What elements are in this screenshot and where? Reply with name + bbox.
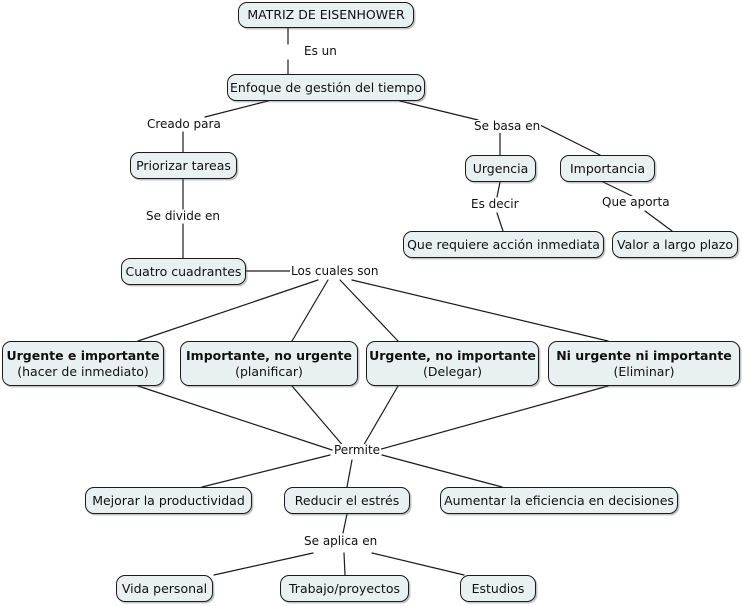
node-label: Reducir el estrés [294,492,400,508]
edge-loscualesson-q3 [339,279,399,342]
node-matriz-de-eisenhower[interactable]: MATRIZ DE EISENHOWER [238,2,414,28]
node-label: Importancia [569,160,646,176]
node-estudios[interactable]: Estudios [460,575,536,602]
edge-loscualesson-q2 [291,279,329,342]
edge-urgencia-esdecir [496,181,501,198]
edge-q2-permite [291,385,346,449]
node-enfoque-de-gestion-del-tiempo[interactable]: Enfoque de gestión del tiempo [227,74,425,101]
node-priorizar-tareas[interactable]: Priorizar tareas [130,152,237,179]
edge-loscualesson-q4 [351,279,609,342]
node-sublabel: (planificar) [235,363,303,379]
edge-q1-permite [137,385,333,451]
node-que-requiere-accion-inmediata[interactable]: Que requiere acción inmediata [403,231,604,258]
link-label-es-decir: Es decir [470,197,520,212]
node-urgencia[interactable]: Urgencia [465,155,536,182]
node-valor-a-largo-plazo[interactable]: Valor a largo plazo [612,231,738,258]
node-label: Que requiere acción inmediata [407,236,600,252]
link-label-permite: Permite [333,443,382,458]
link-label-los-cuales-son: Los cuales son [290,264,380,279]
node-sublabel: (Delegar) [423,363,482,379]
node-label: Valor a largo plazo [617,236,733,252]
link-label-se-aplica-en: Se aplica en [303,534,379,549]
node-reducir-el-estres[interactable]: Reducir el estrés [284,487,410,514]
node-label: Trabajo/proyectos [289,580,400,596]
node-label: Urgente, no importante [369,348,536,364]
edge-estres-seaplicaen [342,513,348,534]
node-label: Urgente e importante [6,348,160,364]
link-label-que-aporta: Que aporta [601,195,671,210]
edge-q3-permite [361,385,399,449]
edge-seaplicaen-trabajo [343,552,346,576]
edge-permite-estres [346,459,353,488]
node-importancia[interactable]: Importancia [560,155,655,182]
node-sublabel: (Eliminar) [613,363,675,379]
node-label: Aumentar la eficiencia en decisiones [444,492,674,508]
node-label: Urgencia [472,160,529,176]
node-label: Priorizar tareas [136,157,231,173]
edge-enfoque-creadopara [204,100,269,118]
edge-permite-productividad [201,454,331,488]
node-label: Importante, no urgente [186,348,352,364]
node-label: Cuatro cuadrantes [125,263,242,279]
node-trabajo-proyectos[interactable]: Trabajo/proyectos [280,575,409,602]
link-label-creado-para: Creado para [146,117,222,132]
node-label: Estudios [471,580,525,596]
node-quadrant-importante-no-urgente[interactable]: Importante, no urgente (planificar) [180,341,358,386]
edge-enfoque-sebasaen [399,100,479,121]
edge-seaplicaen-vida [213,552,314,576]
node-label: Ni urgente ni importante [556,348,732,364]
edge-seaplicaen-estudios [371,552,465,576]
link-label-es-un: Es un [303,44,338,59]
node-label: MATRIZ DE EISENHOWER [247,7,405,23]
node-quadrant-urgente-e-importante[interactable]: Urgente e importante (hacer de inmediato… [2,341,164,386]
edge-queaporta-valor [644,210,673,232]
edge-importancia-queaporta [602,181,633,197]
edge-q4-permite [377,385,609,451]
node-vida-personal[interactable]: Vida personal [116,575,213,602]
edge-permite-eficiencia [381,454,503,488]
node-quadrant-urgente-no-importante[interactable]: Urgente, no importante (Delegar) [366,341,539,386]
node-cuatro-cuadrantes[interactable]: Cuatro cuadrantes [121,258,246,285]
node-mejorar-la-productividad[interactable]: Mejorar la productividad [85,487,252,514]
edge-sebasaen-importancia [539,124,601,156]
node-quadrant-ni-urgente-ni-importante[interactable]: Ni urgente ni importante (Eliminar) [548,341,740,386]
node-label: Enfoque de gestión del tiempo [230,79,422,95]
node-label: Mejorar la productividad [92,492,245,508]
link-label-se-basa-en: Se basa en [473,119,542,134]
node-label: Vida personal [121,580,208,596]
node-aumentar-la-eficiencia-en-decisiones[interactable]: Aumentar la eficiencia en decisiones [440,487,678,514]
link-label-se-divide-en: Se divide en [145,209,222,224]
node-sublabel: (hacer de inmediato) [17,363,149,379]
edge-loscualesson-q1 [137,279,319,342]
edge-esdecir-accion [496,212,504,232]
